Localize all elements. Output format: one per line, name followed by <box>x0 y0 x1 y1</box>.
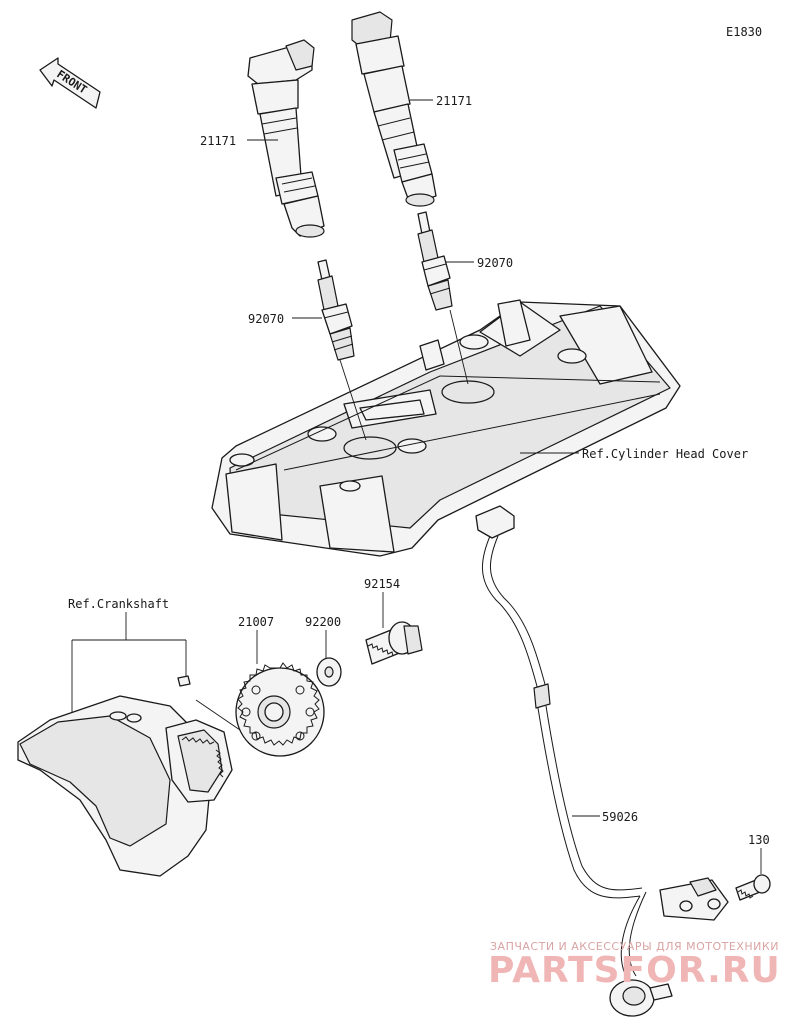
label-rotor: 21007 <box>238 615 274 629</box>
leader-lines <box>71 99 762 874</box>
watermark: ЗАПЧАСТИ И АКСЕССУАРЫ ДЛЯ МОТОТЕХНИКИ PA… <box>488 940 781 991</box>
label-ref-head-cover: Ref.Cylinder Head Cover <box>582 447 748 461</box>
label-coil-right: 21171 <box>436 94 472 108</box>
washer <box>316 657 342 687</box>
bolt-92154 <box>365 621 423 665</box>
watermark-logo: PARTSFOR.RU <box>488 950 781 991</box>
spark-plug-left <box>317 259 355 361</box>
label-plug-left: 92070 <box>248 312 284 326</box>
crank-sensor-harness <box>475 505 729 1017</box>
label-ref-crankshaft: Ref.Crankshaft <box>68 597 169 611</box>
front-arrow-icon: FRONT <box>39 57 101 109</box>
label-coil-left: 21171 <box>200 134 236 148</box>
label-bolt-92154: 92154 <box>364 577 400 591</box>
diagram-code: E1830 <box>726 25 762 39</box>
ignition-coil-right <box>351 11 437 207</box>
timing-rotor <box>235 662 325 757</box>
watermark-tagline: ЗАПЧАСТИ И АКСЕССУАРЫ ДЛЯ МОТОТЕХНИКИ <box>490 940 779 953</box>
label-bolt-130: 130 <box>748 833 770 847</box>
label-washer: 92200 <box>305 615 341 629</box>
label-plug-right: 92070 <box>477 256 513 270</box>
spark-plug-right <box>417 211 453 311</box>
ignition-coil-left <box>247 39 325 238</box>
cylinder-head-cover <box>211 299 681 557</box>
bolt-130 <box>735 874 771 901</box>
crankshaft <box>17 675 233 877</box>
label-sensor-harness: 59026 <box>602 810 638 824</box>
